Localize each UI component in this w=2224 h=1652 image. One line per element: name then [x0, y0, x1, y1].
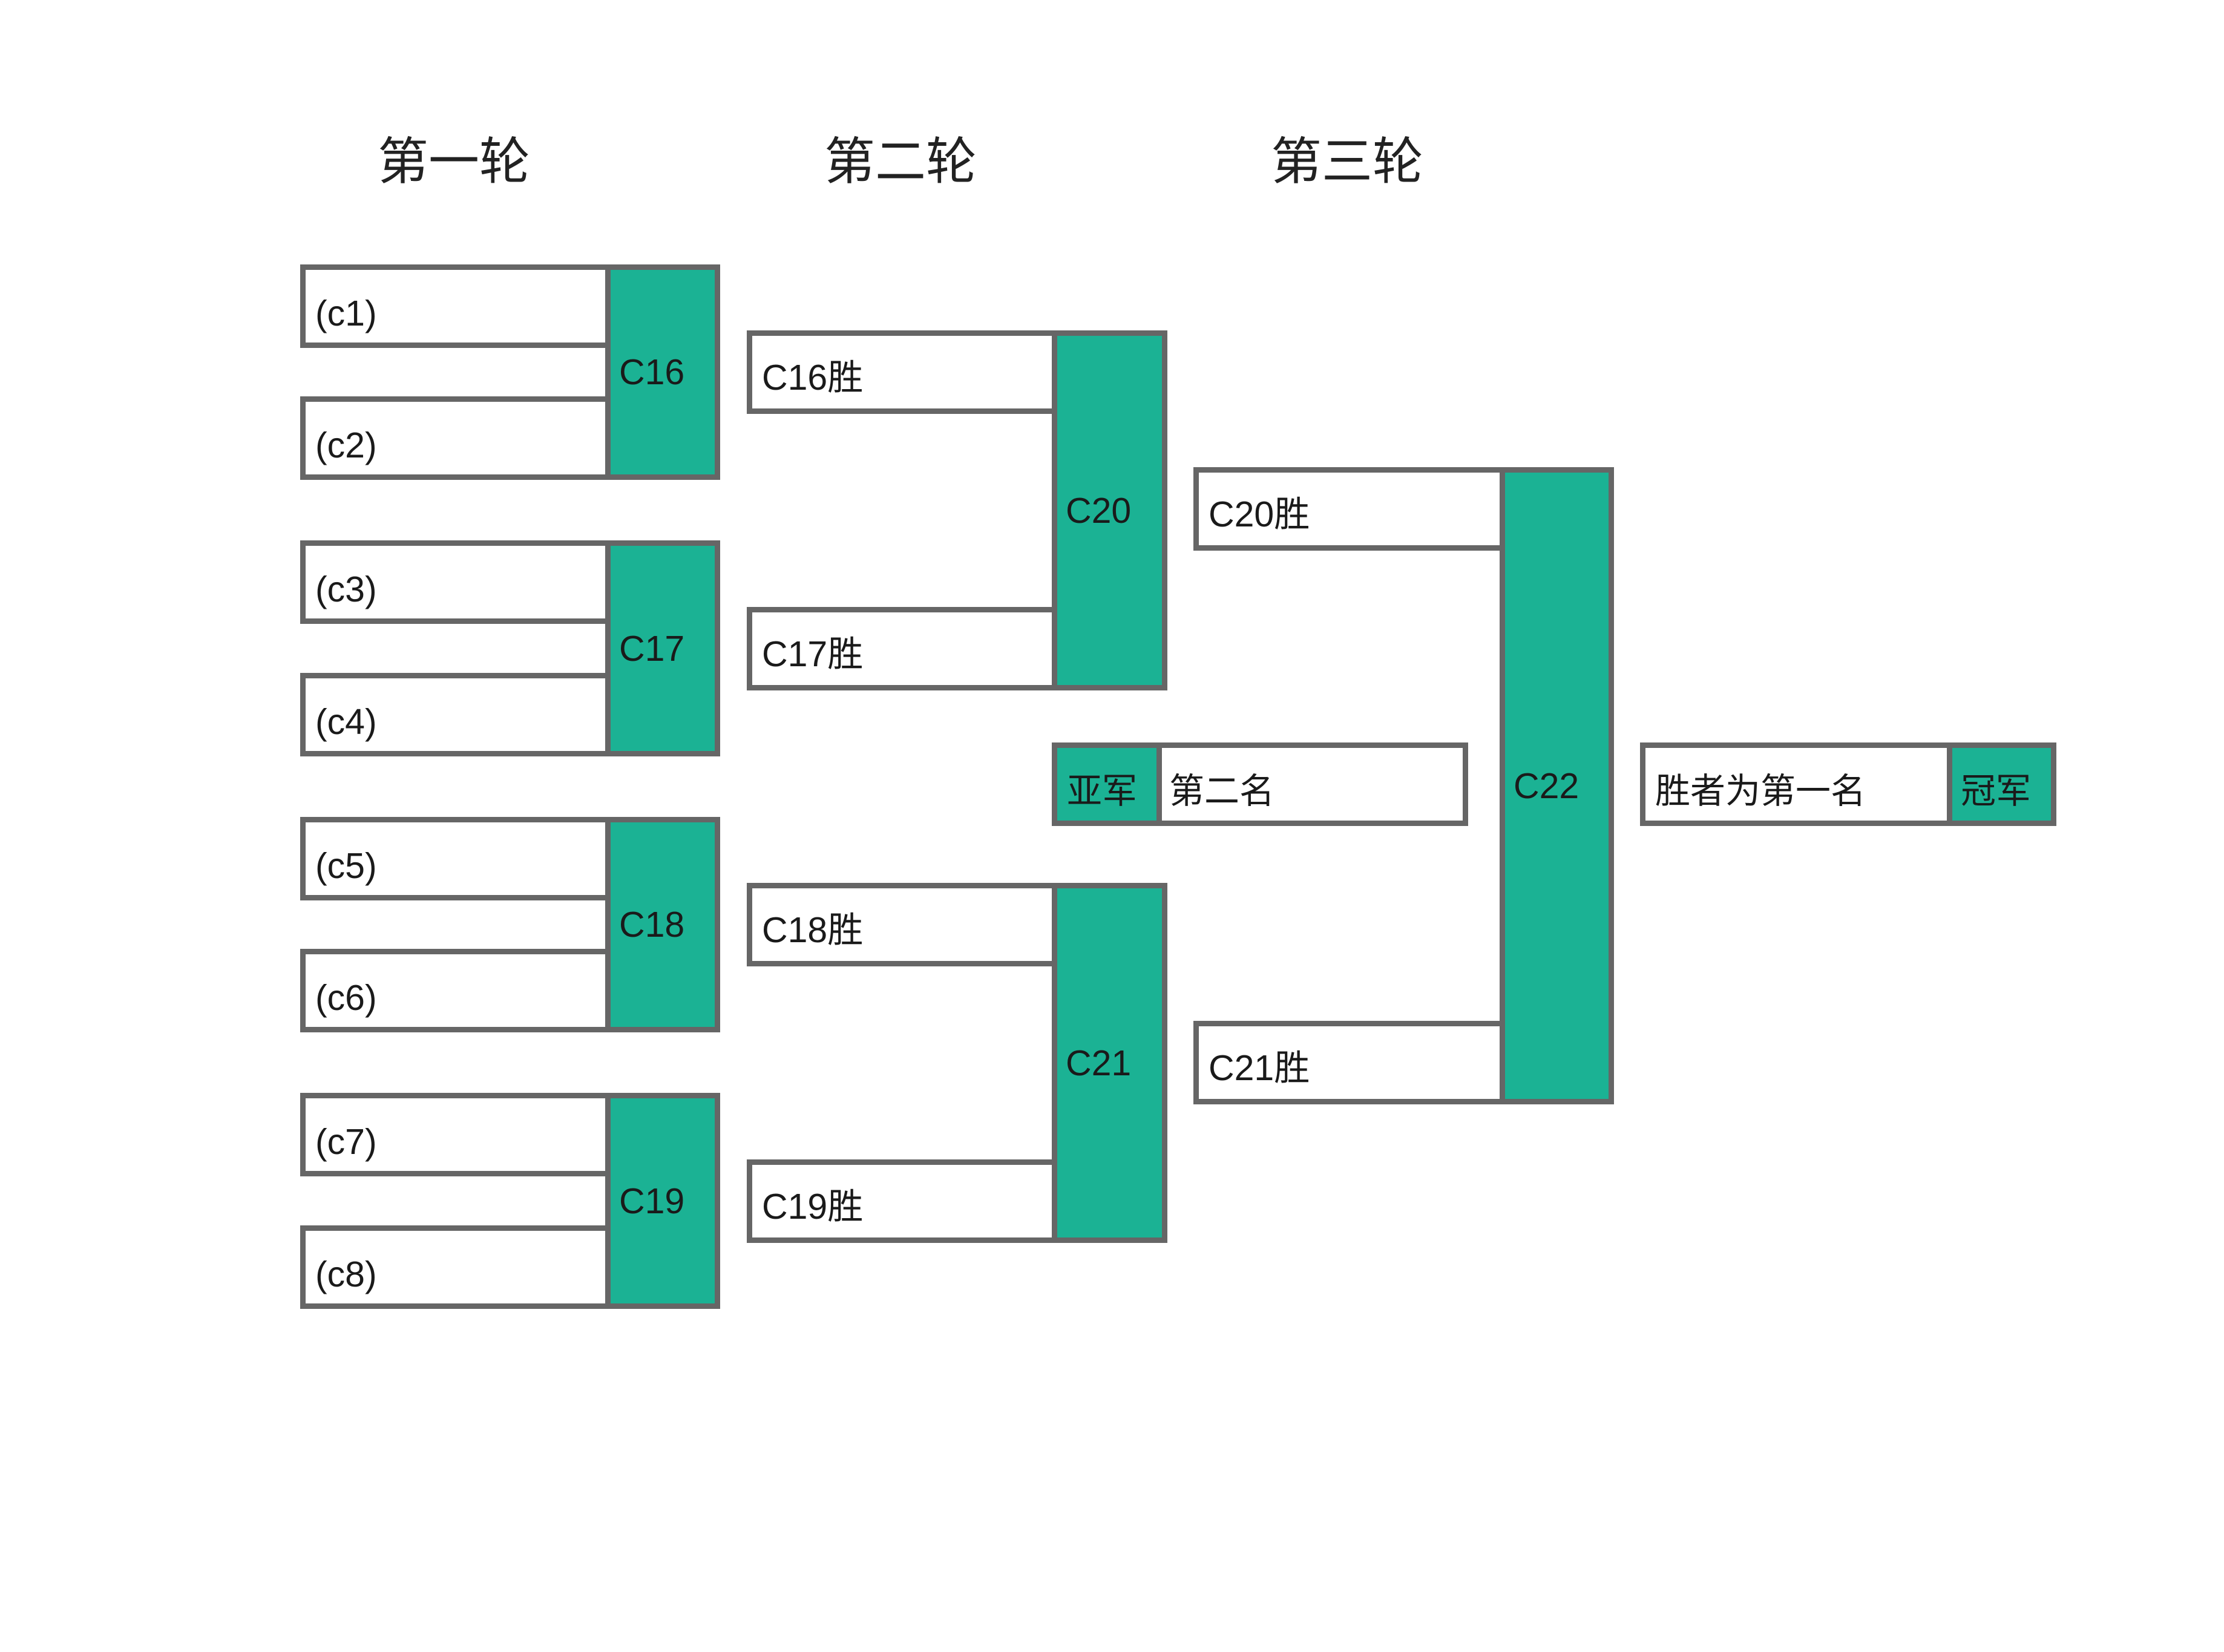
entrant-c3: (c3)	[300, 540, 611, 624]
entrant-label: (c1)	[315, 293, 377, 333]
round-title-2: 第二轮	[824, 132, 977, 191]
entrant-c2: (c2)	[300, 396, 611, 480]
champion-text: 胜者为第一名	[1640, 742, 1952, 826]
entrant-c8: (c8)	[300, 1225, 611, 1309]
entrant-label: (c5)	[315, 846, 377, 886]
entrant-c4: (c4)	[300, 673, 611, 756]
match-c21: C21	[1052, 883, 1167, 1243]
match-label: C20	[1066, 490, 1132, 531]
match-c22: C22	[1500, 467, 1614, 1104]
runner-up-tag: 亚军	[1052, 742, 1162, 826]
entrant-label: (c2)	[315, 425, 377, 465]
entrant-label: (c8)	[315, 1254, 377, 1294]
entrant-c7: (c7)	[300, 1093, 611, 1176]
winner-label: C20胜	[1209, 494, 1310, 534]
winner-c16: C16胜	[747, 330, 1057, 414]
winner-c17: C17胜	[747, 607, 1057, 690]
champion-text-label: 胜者为第一名	[1655, 770, 1866, 811]
winner-c18: C18胜	[747, 883, 1057, 966]
match-c18: C18	[605, 817, 720, 1032]
winner-label: C19胜	[762, 1187, 864, 1227]
round-title-3: 第三轮	[1270, 132, 1423, 191]
winner-label: C17胜	[762, 634, 864, 674]
match-label: C19	[619, 1181, 685, 1221]
winner-c20: C20胜	[1193, 467, 1505, 551]
entrant-c6: (c6)	[300, 949, 611, 1032]
match-c16: C16	[605, 264, 720, 480]
champion-tag-label: 冠军	[1961, 770, 2032, 811]
entrant-c5: (c5)	[300, 817, 611, 900]
match-c20: C20	[1052, 330, 1167, 690]
winner-label: C18胜	[762, 910, 864, 950]
champion-tag: 冠军	[1947, 742, 2056, 826]
match-label: C21	[1066, 1043, 1132, 1083]
winner-c19: C19胜	[747, 1159, 1057, 1243]
entrant-c1: (c1)	[300, 264, 611, 348]
entrant-label: (c6)	[315, 978, 377, 1018]
match-c17: C17	[605, 540, 720, 756]
runner-up-tag-label: 亚军	[1067, 770, 1138, 811]
runner-up-text: 第二名	[1156, 742, 1468, 826]
match-c19: C19	[605, 1093, 720, 1309]
winner-label: C16胜	[762, 358, 864, 398]
runner-up-text-label: 第二名	[1169, 770, 1275, 811]
match-label: C16	[619, 352, 685, 392]
match-label: C22	[1514, 765, 1579, 806]
match-label: C18	[619, 905, 685, 945]
winner-c21: C21胜	[1193, 1021, 1505, 1104]
round-title-1: 第一轮	[377, 132, 530, 191]
entrant-label: (c4)	[315, 702, 377, 742]
winner-label: C21胜	[1209, 1048, 1310, 1088]
entrant-label: (c3)	[315, 569, 377, 609]
entrant-label: (c7)	[315, 1122, 377, 1162]
match-label: C17	[619, 628, 685, 669]
